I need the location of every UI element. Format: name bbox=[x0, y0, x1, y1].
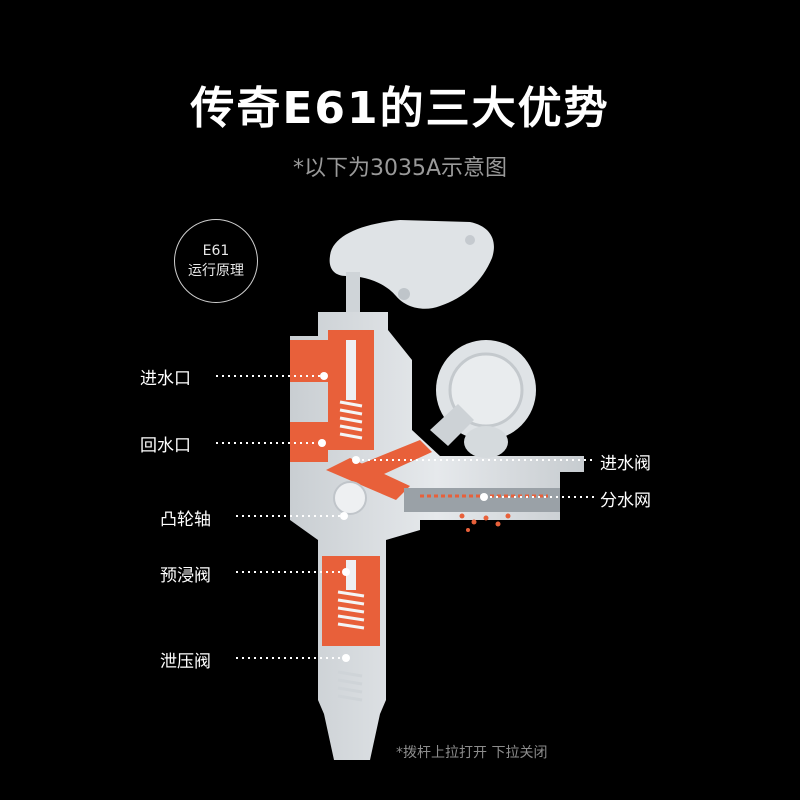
lever-stem bbox=[346, 272, 360, 312]
lever-handle bbox=[329, 220, 494, 309]
leader-dots bbox=[318, 372, 488, 662]
label-dispersion-screen: 分水网 bbox=[600, 491, 651, 511]
principle-badge: E61 运行原理 bbox=[174, 219, 258, 303]
water-drops bbox=[459, 513, 511, 532]
diagonal-channel-right bbox=[346, 440, 432, 486]
footnote: *拨杆上拉打开 下拉关闭 bbox=[396, 745, 548, 761]
badge-line-2: 运行原理 bbox=[188, 263, 244, 279]
badge-line-1: E61 bbox=[202, 243, 230, 259]
lower-valve-stem bbox=[346, 560, 356, 590]
leader-lines bbox=[216, 375, 594, 659]
label-relief-valve: 泄压阀 bbox=[160, 652, 211, 672]
gauge-nut bbox=[464, 426, 508, 458]
label-preinfusion-valve: 预浸阀 bbox=[160, 566, 211, 586]
lower-spring bbox=[337, 590, 365, 630]
cam-shaft-ball bbox=[333, 481, 367, 515]
lever-pin-hole bbox=[398, 288, 410, 300]
label-water-return: 回水口 bbox=[140, 436, 191, 456]
label-inlet-valve: 进水阀 bbox=[600, 454, 651, 474]
upper-spring bbox=[339, 400, 363, 440]
page-subtitle: *以下为3035A示意图 bbox=[292, 156, 508, 181]
label-cam-shaft: 凸轮轴 bbox=[160, 510, 211, 530]
relief-spring bbox=[337, 670, 363, 702]
gauge-connector bbox=[430, 404, 474, 446]
label-water-inlet: 进水口 bbox=[140, 369, 191, 389]
upper-valve-stem bbox=[346, 340, 356, 400]
lever-pin-hole-2 bbox=[465, 235, 475, 245]
page-title: 传奇E61的三大优势 bbox=[190, 83, 610, 134]
